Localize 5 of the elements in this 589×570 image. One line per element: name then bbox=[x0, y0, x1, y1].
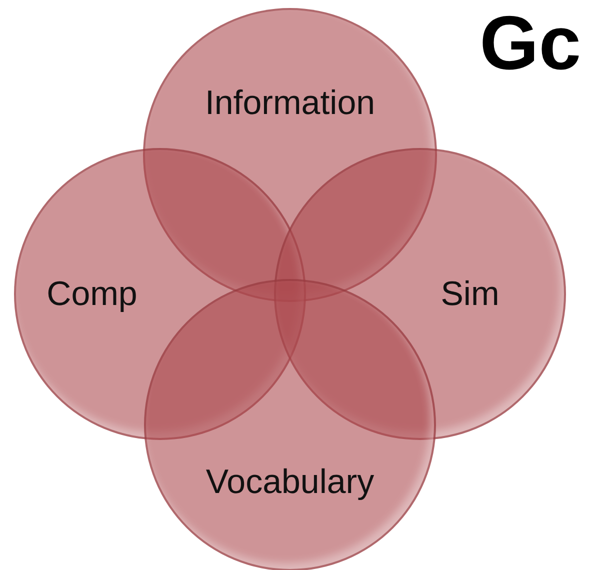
title: Gc bbox=[480, 6, 581, 82]
circle-label: Comp bbox=[46, 277, 138, 311]
circle-label: Sim bbox=[440, 277, 500, 311]
circle-label: Information bbox=[204, 86, 376, 120]
circle-label: Vocabulary bbox=[206, 465, 374, 499]
